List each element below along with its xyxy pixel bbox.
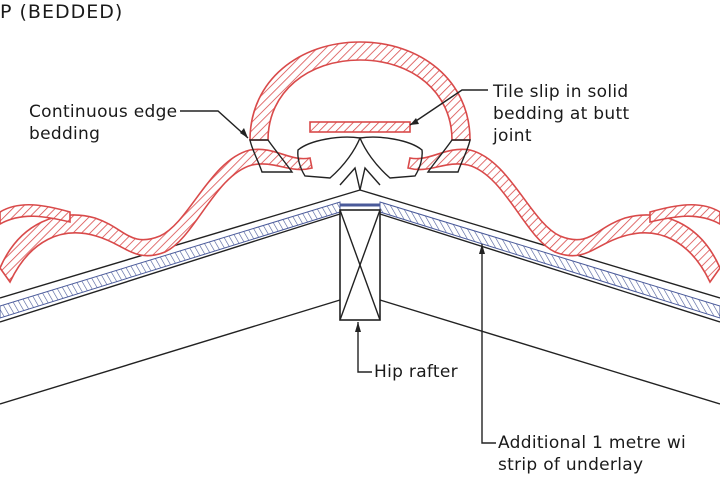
underlay-band [0,201,720,319]
hip-rafter [339,209,381,321]
label-hip-rafter: Hip rafter [374,362,458,382]
label-underlay-strip-line2: strip of underlay [498,455,644,475]
label-continuous-edge-bedding-line1: Continuous edge [29,102,178,122]
label-tile-slip-line1: Tile slip in solid [493,82,629,102]
label-tile-slip-line2: bedding at butt [493,104,630,124]
tiles-left [0,148,313,284]
label-continuous-edge-bedding-line2: bedding [29,124,101,144]
label-tile-slip-line3: joint [493,126,532,146]
mortar-bedding [249,136,471,179]
label-underlay-strip-line1: Additional 1 metre wi [498,433,687,453]
ridge-gap [339,166,381,191]
leader-lines [180,89,496,444]
drawing-title: P (BEDDED) [0,1,124,23]
tiles-right [407,148,720,284]
rafter-slopes [0,189,720,405]
tile-slip [309,121,411,133]
